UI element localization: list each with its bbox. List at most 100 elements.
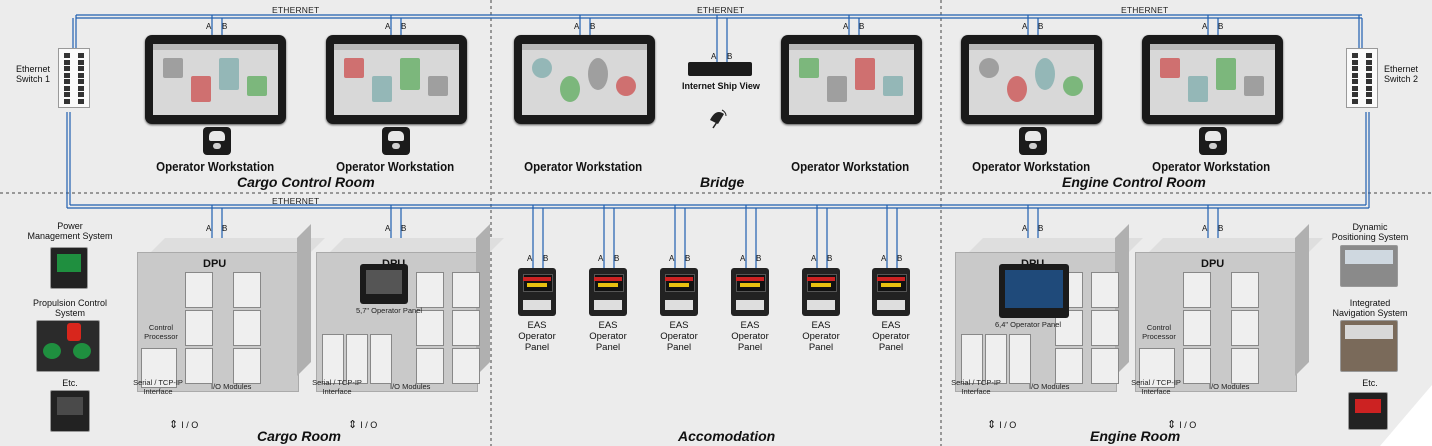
port-a-label: A (206, 22, 212, 31)
dpu-cabinet (1135, 252, 1297, 392)
switch-port (1366, 53, 1372, 58)
ethernet-label: ETHERNET (272, 196, 320, 206)
serial-interface-line: Interface (143, 387, 173, 396)
eas-label-line: Panel (666, 342, 692, 353)
eas-panel-device (872, 268, 910, 316)
eas-screen-row (811, 283, 831, 287)
screen-toolbar (522, 44, 647, 50)
workstation-label: Operator Workstation (335, 160, 454, 174)
trackball-keyboard-icon (1019, 127, 1047, 155)
screen-toolbar (789, 44, 914, 50)
eas-label-line: Operator (731, 331, 769, 342)
port-b-label: B (685, 254, 691, 263)
port-b-label: B (590, 22, 596, 31)
io-module-strip (1091, 348, 1119, 384)
eas-keypad (807, 300, 835, 310)
io-module-strip (1091, 310, 1119, 346)
power-management-device (50, 247, 88, 289)
screen-graphic (855, 58, 875, 90)
eas-screen-row (523, 277, 551, 281)
io-modules-label: I/O Modules (1209, 382, 1250, 391)
bridge-gauges-screen (522, 44, 647, 115)
port-b-label: B (401, 22, 407, 31)
switch-port (1352, 53, 1358, 58)
eas-panel-device (589, 268, 627, 316)
eas-keypad (736, 300, 764, 310)
switch-port (78, 79, 84, 84)
io-module-strip (1055, 348, 1083, 384)
io-module-strip (1183, 272, 1211, 308)
eas-screen-row (736, 277, 764, 281)
cargo-tanks-screen (334, 44, 459, 115)
eas-screen-row (594, 277, 622, 281)
io-module-strip (185, 310, 213, 346)
screen-graphic (616, 76, 636, 96)
eas-panel-device (731, 268, 769, 316)
io-module-strip (322, 334, 344, 384)
dpu-cabinet-side (1295, 224, 1309, 376)
port-a-label: A (385, 224, 391, 233)
trackball-keyboard-icon (203, 127, 231, 155)
operator-panel-screen (366, 270, 402, 294)
screen-graphic (1160, 58, 1180, 78)
control-processor-line: Processor (1142, 332, 1176, 341)
eas-screen-row (877, 277, 905, 281)
workstation-label: Operator Workstation (971, 160, 1090, 174)
screen-graphic (1188, 76, 1208, 102)
port-a-label: A (527, 254, 533, 263)
workstation-label: Operator Workstation (523, 160, 642, 174)
io-module-strip (1231, 310, 1259, 346)
screen-graphic (883, 76, 903, 96)
switch-port (64, 92, 70, 97)
control-processor-line: Processor (144, 332, 178, 341)
control-processor-line: Control (1146, 323, 1172, 332)
eas-screen-row (881, 283, 901, 287)
switch-port (64, 98, 70, 104)
switch-port (1366, 92, 1372, 97)
zone-bridge: Bridge (700, 174, 745, 190)
io-module-strip (1231, 272, 1259, 308)
port-b-label: B (859, 22, 865, 31)
workstation-label: Operator Workstation (790, 160, 909, 174)
port-b-label: B (1038, 22, 1044, 31)
eas-label-line: EAS (527, 320, 547, 331)
trackball-keyboard-icon (1199, 127, 1227, 155)
ethernet-label: ETHERNET (697, 5, 745, 15)
propulsion-control-device (36, 320, 100, 372)
serial-interface-line: Interface (322, 387, 352, 396)
ethernet-bus-bottom (66, 112, 1370, 268)
io-text: I / O (181, 420, 199, 430)
workstation-monitor (145, 35, 286, 124)
eas-keypad (877, 300, 905, 310)
io-module-strip (1009, 334, 1031, 384)
screen-graphic (560, 76, 580, 102)
operator-panel-screen (1005, 270, 1063, 308)
eas-label-line: EAS (740, 320, 760, 331)
io-module-strip (416, 348, 444, 384)
eas-label-line: Operator (518, 331, 556, 342)
io-modules-label: I/O Modules (211, 382, 252, 391)
port-b-label: B (827, 254, 833, 263)
ethernet-label: ETHERNET (1121, 5, 1169, 15)
io-module-strip (233, 310, 261, 346)
switch-port (1352, 79, 1358, 84)
io-modules-label: I/O Modules (390, 382, 431, 391)
io-arrow-label: ⇕I / O (348, 418, 377, 431)
switch-port (1352, 98, 1358, 104)
screen-graphic (1216, 58, 1236, 90)
switch-port (1366, 72, 1372, 78)
eas-label-line: EAS (811, 320, 831, 331)
io-arrow-icon: ⇕ (348, 419, 358, 431)
eas-label-line: Panel (808, 342, 834, 353)
operator-panel (360, 264, 408, 304)
serial-interface-line: Interface (961, 387, 991, 396)
switch-port (1366, 66, 1372, 71)
